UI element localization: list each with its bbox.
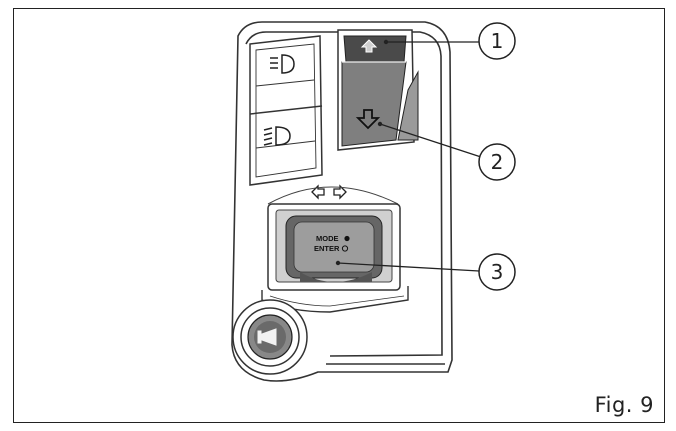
callout-2: 2 bbox=[377, 121, 516, 181]
horn-icon bbox=[257, 328, 277, 346]
beam-switch-panel bbox=[249, 35, 323, 186]
switch-housing bbox=[231, 21, 453, 382]
figure-label: Fig. 9 bbox=[594, 393, 654, 417]
callout-1-number: 1 bbox=[491, 29, 504, 53]
arrow-arc bbox=[267, 186, 399, 205]
down-arrow-icon bbox=[355, 109, 381, 130]
callout-2-number: 2 bbox=[491, 150, 504, 174]
enter-circle bbox=[341, 245, 349, 252]
mode-dot bbox=[344, 235, 350, 242]
mode-label: MODE bbox=[316, 234, 339, 243]
high-beam-icon bbox=[263, 126, 291, 146]
up-down-rocker-switch bbox=[337, 29, 419, 151]
callout-3-number: 3 bbox=[491, 260, 504, 284]
low-beam-icon bbox=[270, 54, 295, 74]
left-right-arrows-icon bbox=[311, 184, 347, 200]
figure-frame bbox=[13, 8, 665, 423]
callout-1: 1 bbox=[383, 22, 516, 60]
up-arrow-icon bbox=[360, 39, 378, 53]
callout-3: 3 bbox=[335, 253, 516, 291]
enter-label: ENTER bbox=[314, 244, 340, 253]
